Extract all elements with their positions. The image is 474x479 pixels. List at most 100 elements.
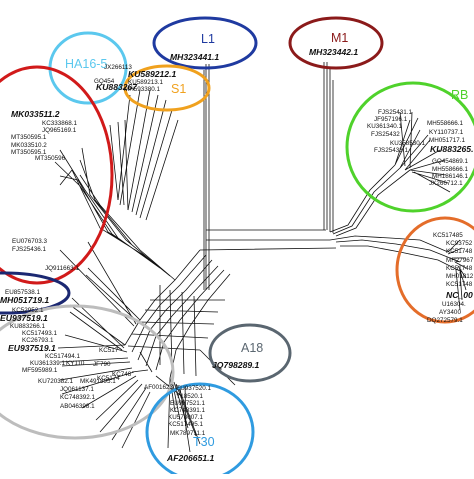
leaf-label: KC748 <box>112 371 132 378</box>
group-navy-ellipse <box>0 271 71 315</box>
leaf-label: Y18520.1 <box>176 393 203 400</box>
leaves-red: MK033511.2 KC333868.1 JQ965169.1 MT35059… <box>11 109 78 162</box>
leaf-label: MH01812 <box>446 273 474 280</box>
group-orange-ellipse <box>395 216 474 324</box>
group-l1-ellipse <box>152 16 258 70</box>
leaf-label: KC93752 <box>446 240 473 247</box>
leaf-label: KC517494.1 <box>45 353 81 360</box>
branch-grey-fan <box>57 334 181 449</box>
leaf-label: MH186146.1 <box>432 173 469 180</box>
branch-top-fan <box>117 89 179 221</box>
leaf-label: KU589212.1 <box>128 69 176 79</box>
leaf-label: AF001623.1 <box>144 384 179 391</box>
leaf-label: FJS25431.1 <box>378 109 412 116</box>
leaf-label: FJS25436.1 <box>12 246 46 253</box>
label-l1: L1 <box>201 32 215 46</box>
leaf-label: MT350596 <box>35 155 66 162</box>
network-branches <box>54 62 467 453</box>
leaf-label: KU358530.1 <box>390 140 426 147</box>
leaf-label: KU883265. <box>430 144 473 154</box>
leaf-label: MK033511.2 <box>11 109 60 119</box>
leaf-label: KC5174 <box>97 375 120 382</box>
group-t30-ellipse <box>145 382 255 479</box>
leaf-label: MH558666.1 <box>432 166 469 173</box>
branch-center <box>124 249 231 379</box>
leaf-label: KY110 <box>66 360 85 367</box>
leaf-label: JQ965169.1 <box>42 127 77 134</box>
leaf-label: JF790 <box>93 361 111 368</box>
leaf-label: JQ061137.1 <box>60 386 94 393</box>
leaf-label: JF957196.1 <box>374 116 408 123</box>
branch-red-fan <box>54 119 176 281</box>
leaf-label: MH558666.1 <box>427 120 464 127</box>
leaf-label: KU883267 <box>96 82 138 92</box>
leaf-label: MK491895.1 <box>80 378 116 385</box>
group-ellipses <box>0 16 474 479</box>
leaf-label: FJS25433.1 <box>374 147 408 154</box>
leaf-label: GQ454869.1 <box>432 158 469 165</box>
leaf-label: KC748391.1 <box>170 407 206 414</box>
label-m1: M1 <box>331 31 348 45</box>
leaf-label: MK033510.2 <box>11 142 47 149</box>
leaf-label: AB046398.1 <box>60 403 95 410</box>
group-a18-ellipse <box>208 323 292 383</box>
leaf-label: KU361339.1 <box>30 360 66 367</box>
leaf-label: EU937520.1 <box>176 385 212 392</box>
leaf-label: NC_00 <box>446 290 473 300</box>
leaf-label: KU720382.1 <box>38 378 74 385</box>
leaf-label: GQ454 <box>94 78 115 85</box>
leaf-label: JX266712.1 <box>429 180 463 187</box>
group-m1-ellipse <box>288 16 384 70</box>
leaf-label: KY110737.1 <box>429 129 464 136</box>
leaf-label: DQ272579.1 <box>427 317 463 324</box>
group-rb-ellipse <box>345 81 474 213</box>
leaf-label: KU578007.1 <box>168 414 204 421</box>
leaves-orange: KC517485 KC93752 KC51748 MH27967 KC51748… <box>427 232 474 324</box>
branch-left-mid <box>59 241 141 327</box>
leaf-label: MH27967 <box>446 257 474 264</box>
leaf-label: MH051717.1 <box>429 137 466 144</box>
leaf-label: KC26793.1 <box>22 337 54 344</box>
label-a18: A18 <box>241 341 263 355</box>
leaf-label: EU937519.1 <box>0 313 48 323</box>
leaf-label: KC333868.1 <box>42 120 78 127</box>
leaves-top-mid: JX266113 KU589212.1 KU589213.1 KU883267 … <box>94 64 176 93</box>
label-a18-accession: JQ798289.1 <box>212 360 260 370</box>
group-red-ellipse <box>0 65 114 285</box>
leaf-label: JQ911663.1 <box>45 265 79 272</box>
leaf-label: MH593380.1 <box>124 86 161 93</box>
branch-right-bundle <box>329 164 463 273</box>
group-grey-ellipse <box>0 304 175 440</box>
leaf-label: KC52952.1 <box>12 307 44 314</box>
leaf-label: KC517493.1 <box>22 330 58 337</box>
leaf-label: MH051719.1 <box>0 295 49 305</box>
leaves-left-mid: EU076703.3 FJS25436.1 JQ911663.1 <box>12 238 79 272</box>
leaf-label: MT350595.1 <box>11 149 47 156</box>
leaf-label: JX266113 <box>104 64 132 71</box>
leaf-label: AY3400 <box>439 309 461 316</box>
leaf-label: KU883266.1 <box>10 323 46 330</box>
branch-top-box <box>199 229 337 251</box>
leaf-label: EU937521.1 <box>170 400 206 407</box>
label-rb: RB <box>451 88 468 102</box>
leaf-label: KC51748 <box>446 281 473 288</box>
leaf-label: KC517495.1 <box>168 421 204 428</box>
leaf-label: U16304. <box>442 301 466 308</box>
label-m1-accession: MH323442.1 <box>309 47 358 57</box>
leaf-label: EU076703.3 <box>12 238 48 245</box>
leaf-label: KC51748 <box>446 248 473 255</box>
label-s1: S1 <box>171 82 186 96</box>
branch-m1-trunk <box>323 62 334 233</box>
leaves-grey: EU937519.1 KU883266.1 KC517493.1 KC26793… <box>0 313 179 410</box>
leaf-label: MF595989.1 <box>22 367 58 374</box>
leaves-rb: FJS25431.1 JF957196.1 KU361340.1 FJS2543… <box>367 109 473 187</box>
branch-l1 <box>203 64 210 290</box>
leaf-label: KC517485 <box>433 232 463 239</box>
leaf-label: KU589213.1 <box>128 79 164 86</box>
leaf-label: EU857538.1 <box>5 289 41 296</box>
leaves-t30: EU937520.1 Y18520.1 EU937521.1 KC748391.… <box>168 385 212 437</box>
leaf-label: KU361340.1 <box>367 123 403 130</box>
label-ha16-5: HA16-5 <box>65 57 107 71</box>
